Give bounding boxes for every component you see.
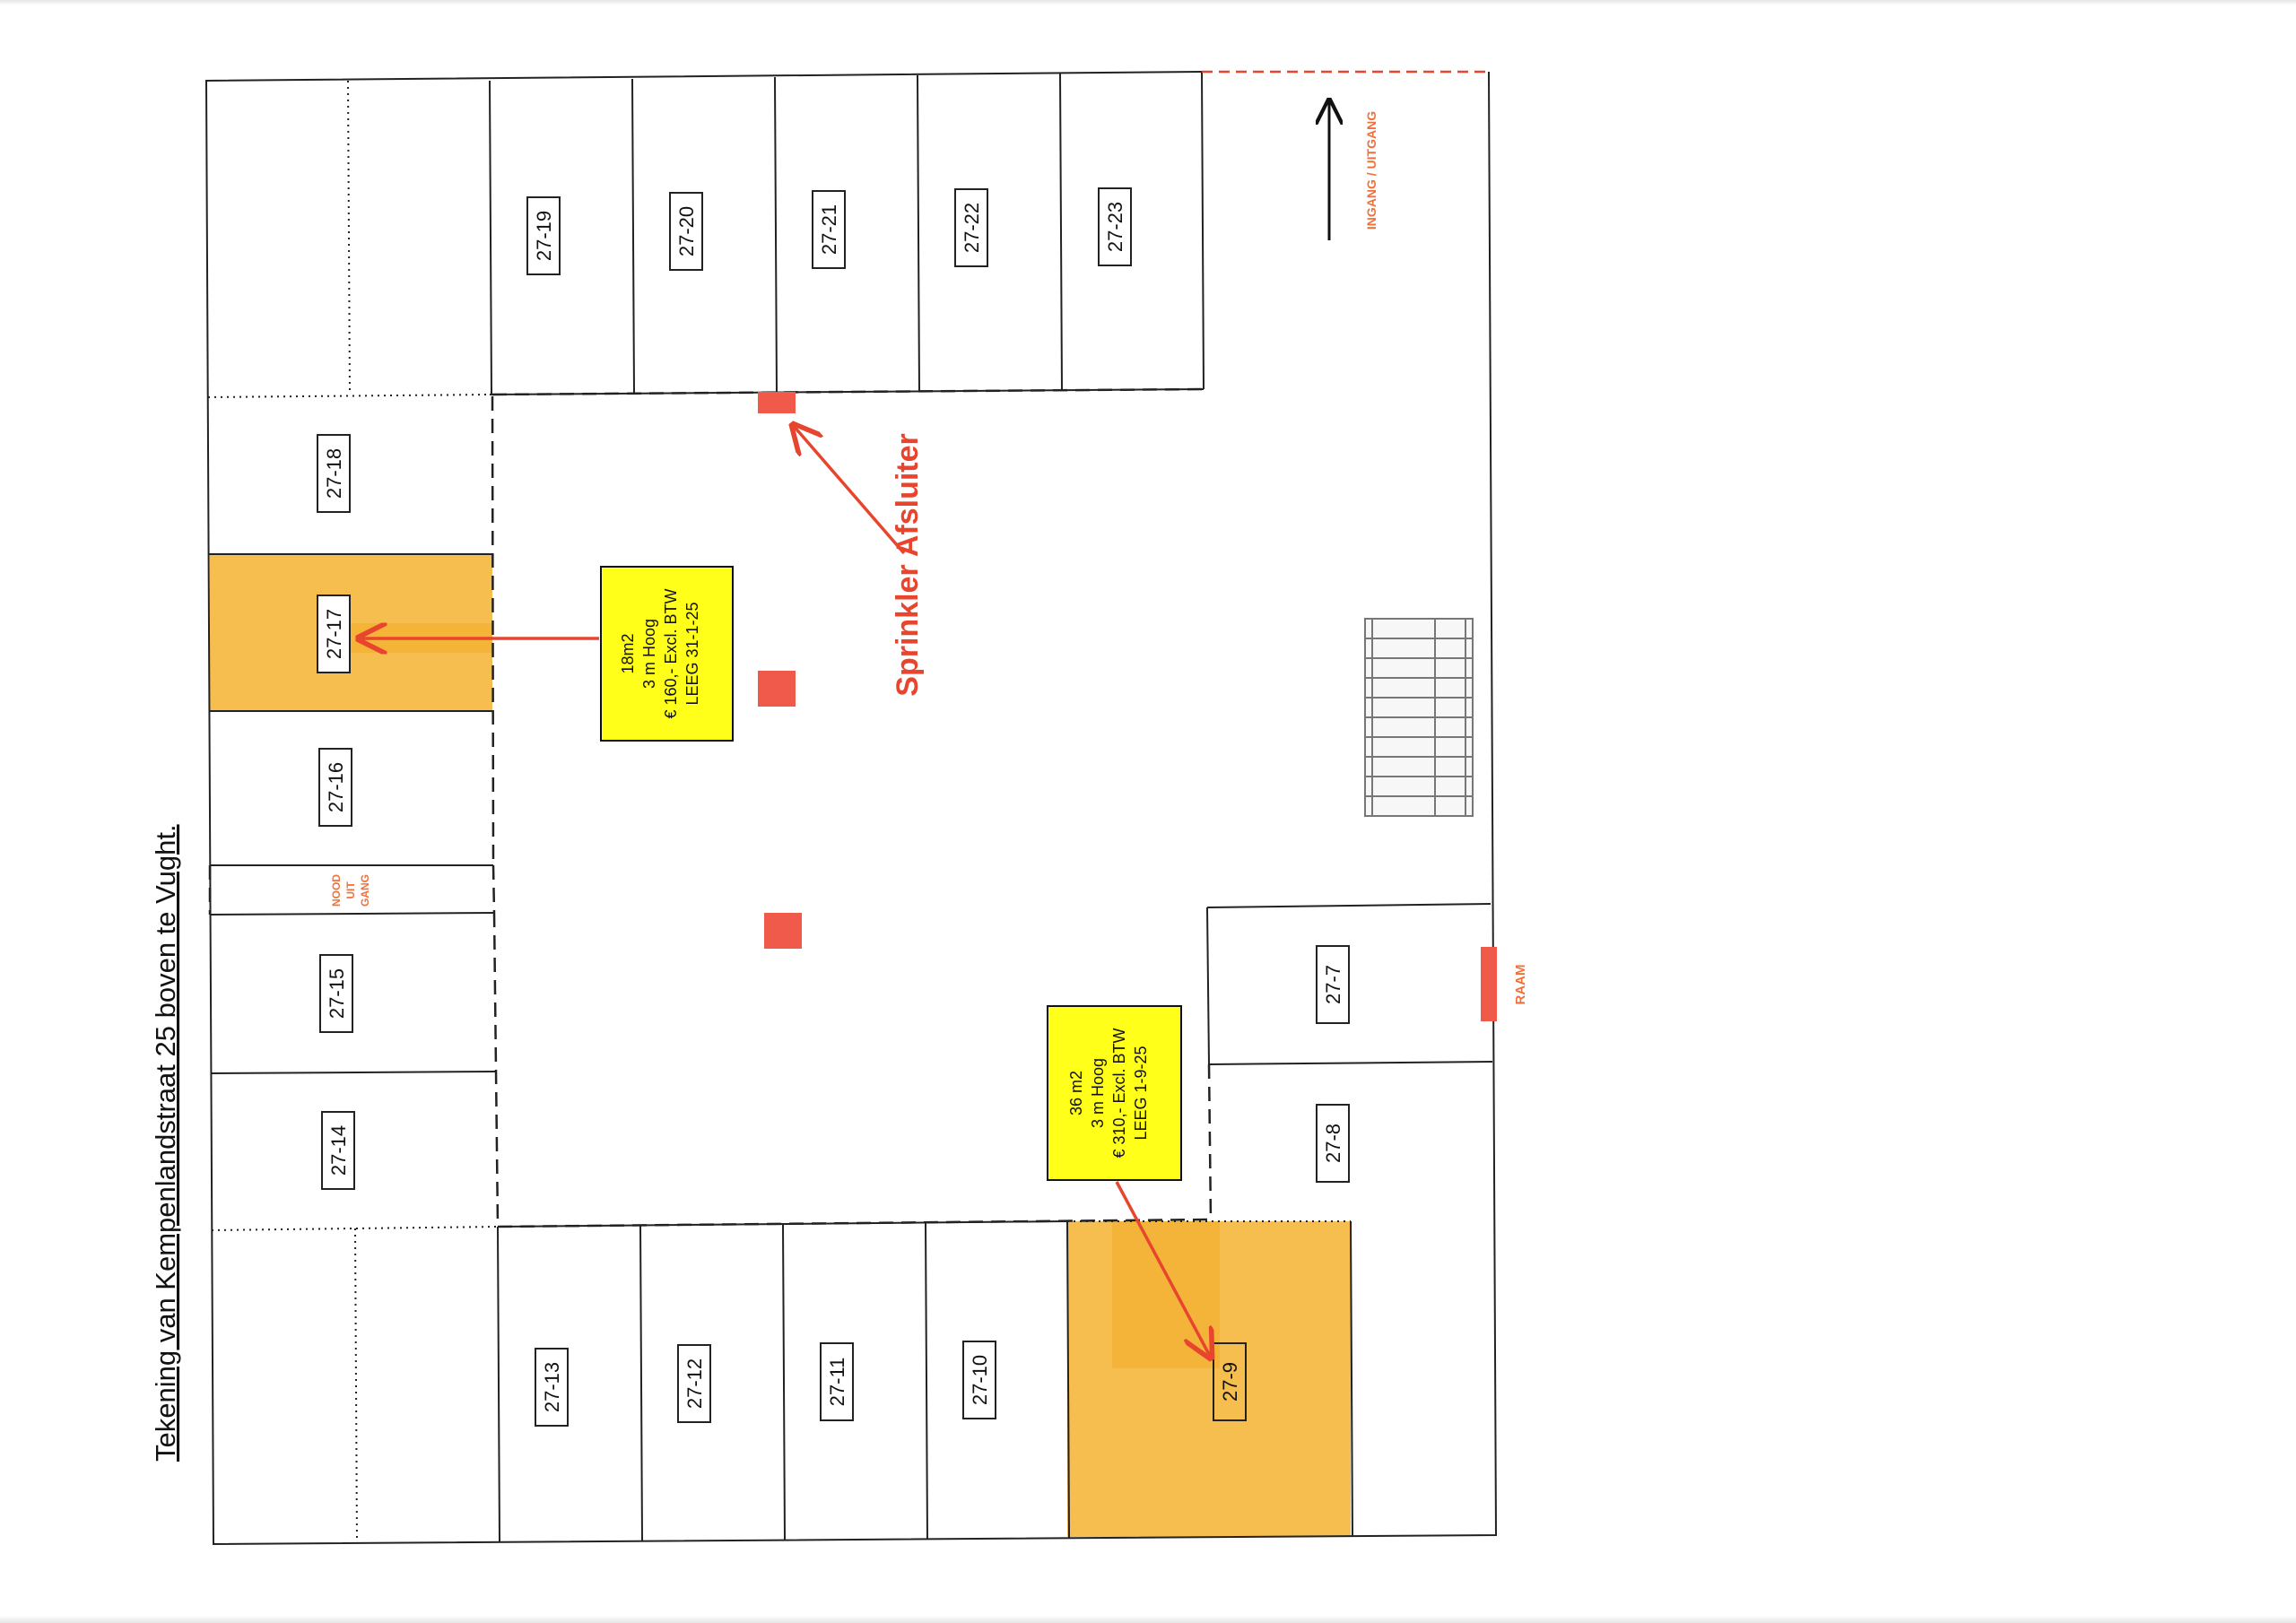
offer-callout-27-17 — [600, 566, 734, 742]
offer-2-arrow — [1115, 1181, 1211, 1358]
wall-27-19-27-20 — [631, 78, 635, 395]
unit-label-27-23: 27-23 — [1104, 202, 1126, 252]
offer-2-height: 3 m Hoog — [1089, 1058, 1107, 1128]
offer-1-price: € 160,- Excl. BTW — [662, 588, 680, 718]
entrance-label: INGANG / UITGANG — [1364, 111, 1378, 230]
unit-box-27-14 — [321, 1111, 355, 1190]
scan-edge-bottom — [0, 1616, 2296, 1623]
wall-27-15-27-14 — [210, 1071, 496, 1074]
red-marker-upper — [758, 671, 796, 707]
dashed-front-top-row — [491, 387, 1205, 396]
unit-label-27-20: 27-20 — [675, 206, 698, 256]
unit-box-27-15 — [319, 954, 353, 1033]
wall-27-7-left — [1206, 907, 1210, 1065]
unit-label-27-10: 27-10 — [969, 1355, 991, 1405]
wall-top-row-right — [1201, 71, 1205, 390]
wall-27-22-27-23 — [1059, 73, 1063, 392]
window-label: RAAM — [1513, 965, 1528, 1005]
nooduitgang-line-2: UIT — [344, 881, 357, 899]
offer-1-available: LEEG 31-1-25 — [683, 602, 701, 705]
wall-27-15-top — [209, 912, 495, 916]
unit-box-27-18 — [317, 434, 351, 513]
wall-27-13-27-12 — [639, 1224, 643, 1542]
unit-label-27-16: 27-16 — [325, 762, 347, 812]
staircase — [1364, 618, 1474, 817]
offer-2-price: € 310,- Excl. BTW — [1110, 1028, 1128, 1158]
wall-27-19-left — [489, 80, 492, 395]
dashed-front-left-column-upper — [491, 395, 495, 866]
unit-label-27-7: 27-7 — [1322, 965, 1344, 1004]
wall-27-11-27-10 — [925, 1221, 928, 1541]
nooduitgang-line-1: NOOD — [330, 874, 343, 907]
dashed-front-left-column-lower — [492, 912, 500, 1228]
unit-box-27-23 — [1098, 187, 1132, 266]
wall-27-21-27-22 — [917, 74, 920, 393]
nooduitgang-line-3: GANG — [359, 874, 371, 907]
unit-box-27-12 — [677, 1344, 711, 1423]
unit-box-27-17 — [317, 595, 351, 673]
unit-label-27-18: 27-18 — [323, 448, 345, 499]
unit-box-27-10 — [962, 1341, 996, 1419]
sprinkler-label: Sprinkler Afsluiter — [891, 433, 925, 696]
unit-label-27-19: 27-19 — [533, 211, 555, 261]
offer-2-available: LEEG 1-9-25 — [1132, 1046, 1150, 1140]
unit-label-27-15: 27-15 — [326, 968, 348, 1019]
offer-callout-27-9 — [1047, 1005, 1182, 1181]
unit-label-27-8: 27-8 — [1322, 1124, 1344, 1163]
unit-box-27-8 — [1316, 1104, 1350, 1183]
wall-27-13-left — [497, 1226, 500, 1543]
red-marker-lower — [764, 913, 802, 949]
offer-1-height: 3 m Hoog — [640, 619, 658, 689]
unit-box-27-13 — [535, 1348, 569, 1427]
unit-box-27-22 — [954, 188, 988, 267]
offer-1-size: 18m2 — [619, 633, 637, 673]
dashed-front-27-8 — [1207, 1063, 1213, 1222]
dotted-wall-bottom-left-divider — [354, 1228, 358, 1543]
page-title: Tekening van Kempenlandstraat 25 boven t… — [150, 824, 181, 1462]
unit-label-27-9: 27-9 — [1219, 1362, 1241, 1402]
wall-27-12-27-11 — [782, 1223, 786, 1541]
outer-wall — [204, 71, 1498, 1546]
dotted-wall-top-left-divider — [347, 80, 351, 395]
sprinkler-valve-marker — [758, 392, 796, 413]
unit-label-27-17: 27-17 — [323, 609, 345, 659]
wall-27-9-right — [1350, 1220, 1353, 1538]
unit-label-27-22: 27-22 — [961, 203, 983, 253]
wall-27-7-27-8 — [1208, 1061, 1493, 1065]
wall-27-20-27-21 — [774, 76, 778, 394]
unit-box-27-20 — [669, 192, 703, 271]
unit-label-27-12: 27-12 — [683, 1358, 706, 1409]
unit-label-27-11: 27-11 — [826, 1358, 848, 1407]
unit-label-27-13: 27-13 — [541, 1362, 563, 1412]
wall-27-10-27-9 — [1066, 1220, 1070, 1539]
dashed-nooduitgang-right — [491, 864, 496, 914]
unit-box-27-7 — [1316, 945, 1350, 1024]
unit-box-27-16 — [318, 748, 352, 827]
wall-top-row-bottom — [489, 388, 1205, 395]
unit-box-27-19 — [526, 196, 561, 275]
unit-box-27-21 — [812, 190, 846, 269]
wall-27-7-top — [1206, 903, 1492, 908]
unit-box-27-11 — [820, 1342, 854, 1421]
unit-label-27-21: 27-21 — [818, 204, 840, 255]
dotted-wall-top-left-bottom — [207, 394, 491, 398]
sprinkler-arrow — [793, 425, 906, 555]
window-marker — [1481, 947, 1497, 1021]
unit-box-27-9 — [1213, 1342, 1247, 1421]
offer-2-size: 36 m2 — [1067, 1071, 1085, 1115]
dashed-front-bottom-row — [497, 1218, 1212, 1228]
scan-edge-top — [0, 0, 2296, 5]
unit-label-27-14: 27-14 — [327, 1125, 350, 1176]
